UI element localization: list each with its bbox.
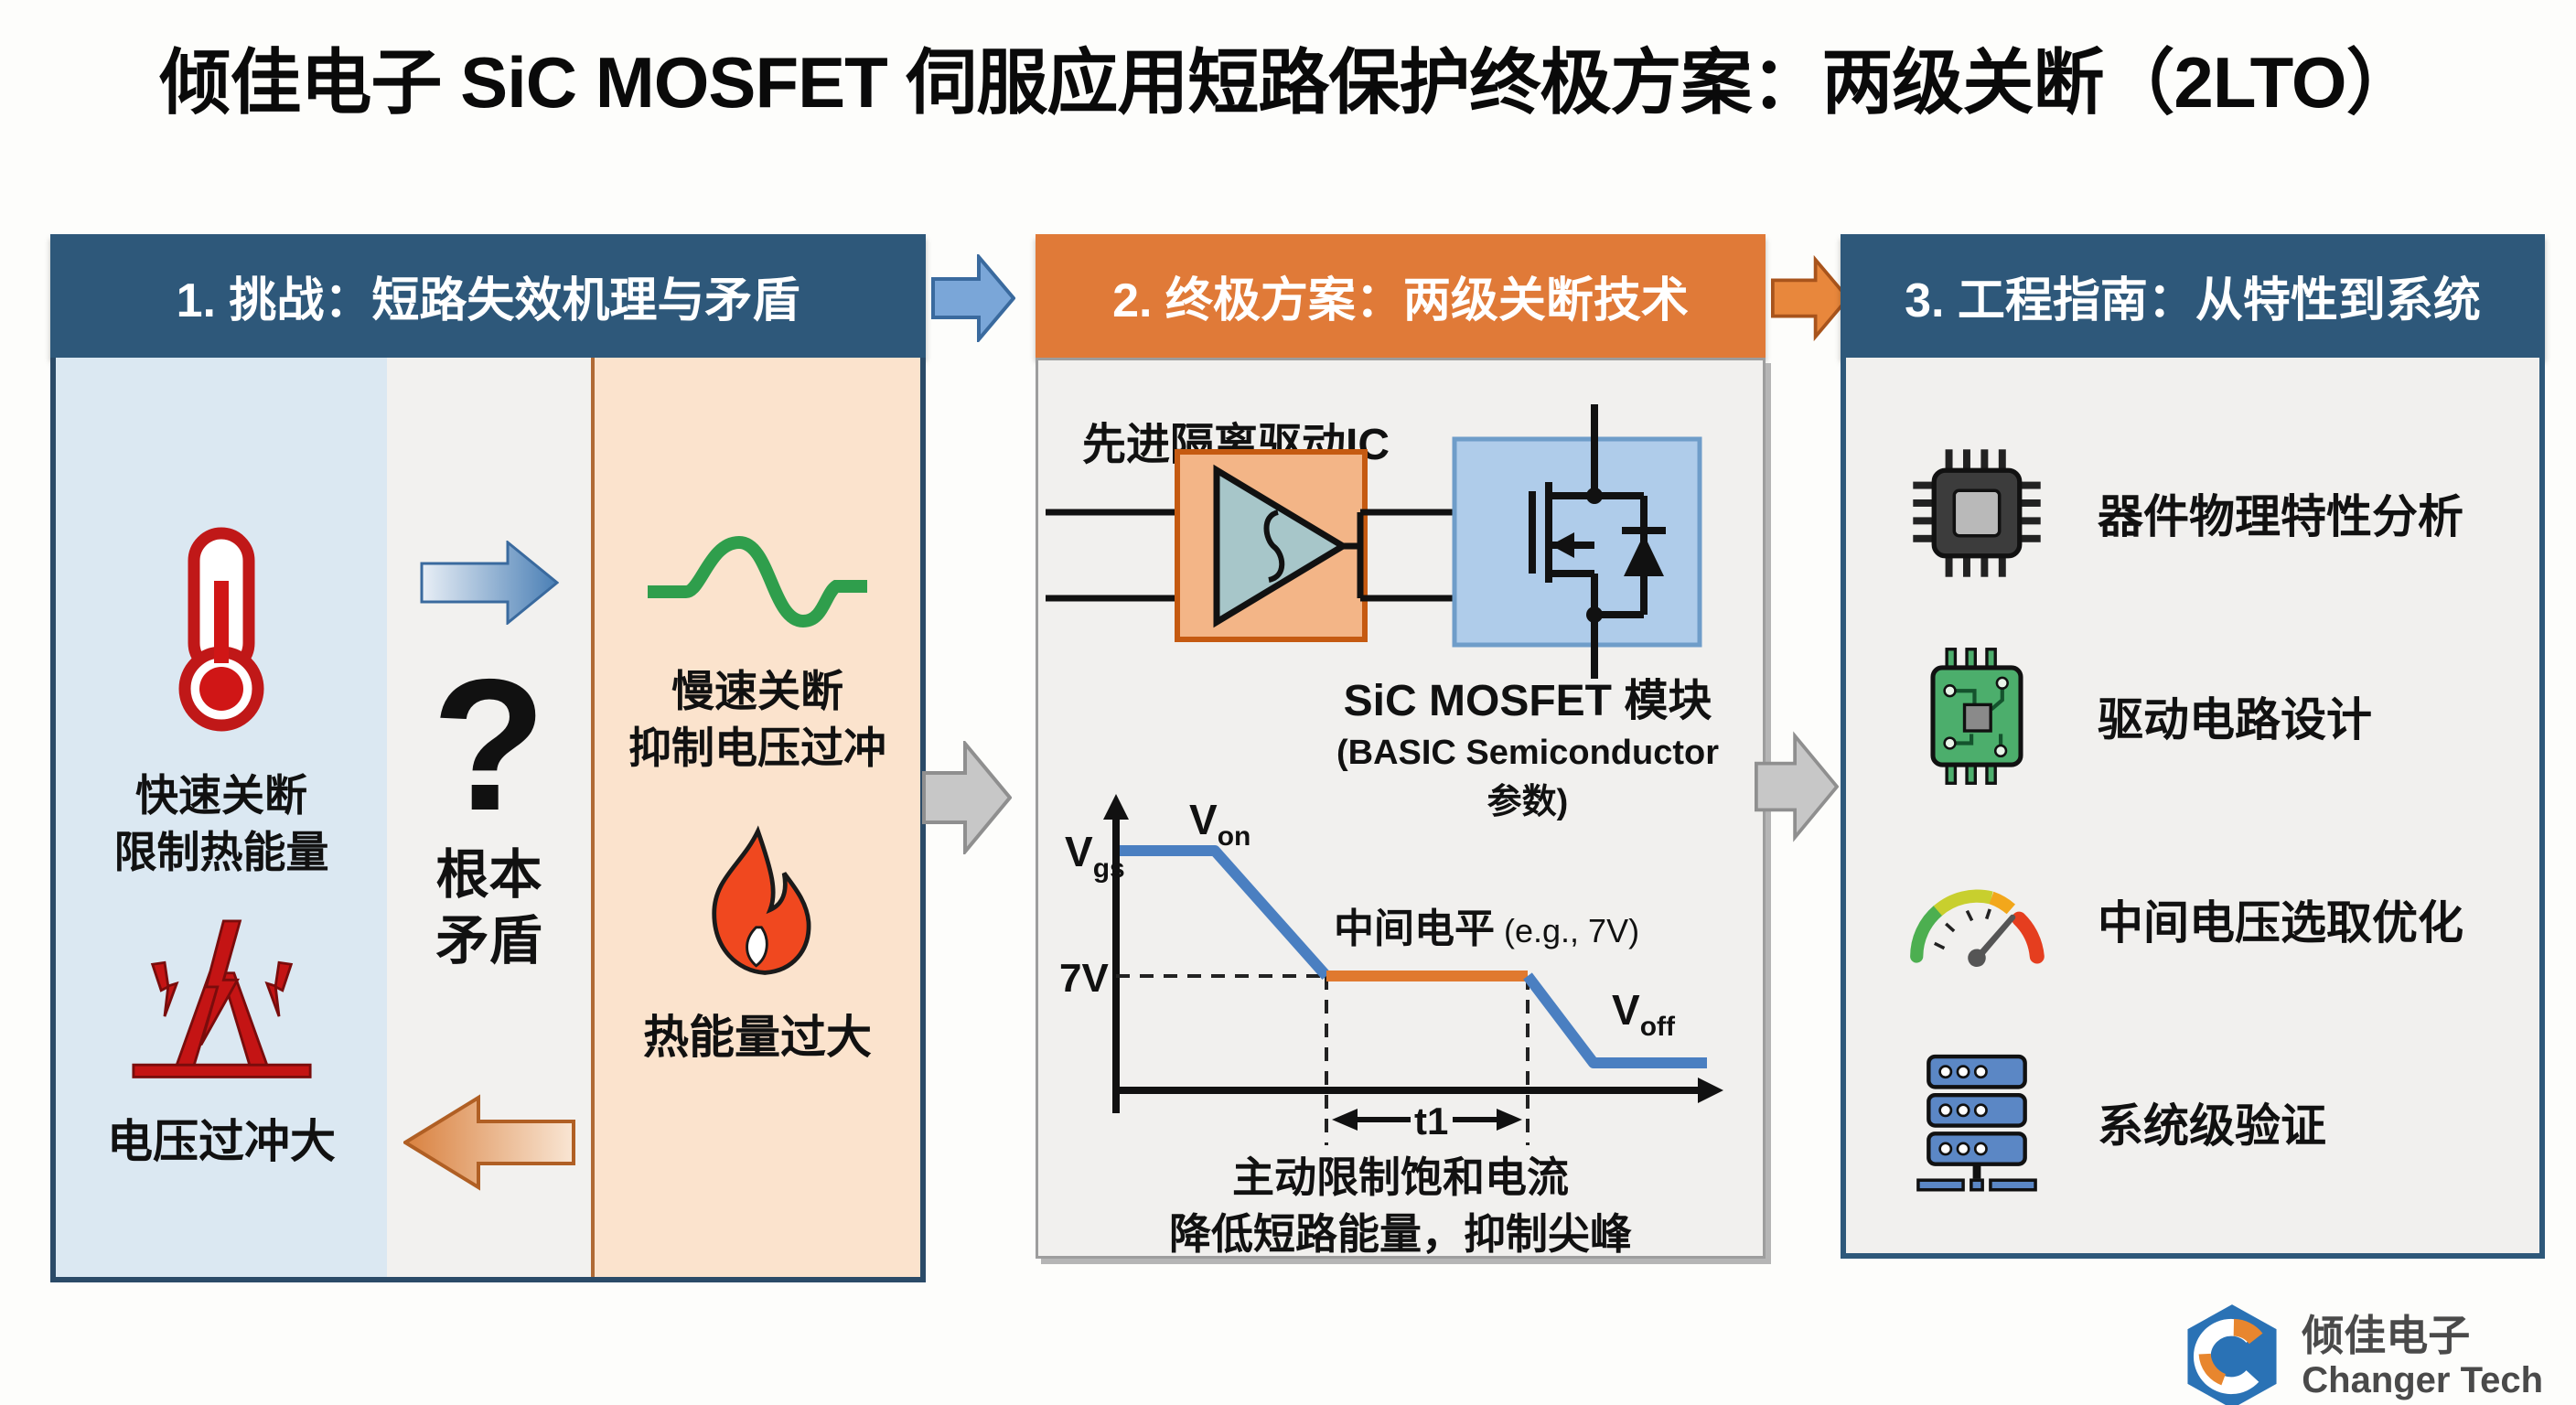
- solution-caption-line1: 主动限制饱和电流: [1232, 1153, 1569, 1201]
- guide-label-driver-design: 驱动电路设计: [2098, 694, 2372, 745]
- fast-turnoff-line2: 限制热能量: [113, 828, 329, 877]
- overshoot-label: 电压过冲大: [107, 1116, 336, 1168]
- brand-name-en: Changer Tech: [2302, 1360, 2543, 1401]
- overvoltage-icon: [131, 919, 312, 1078]
- panel-solution-header: 2. 终极方案：两级关断技术: [1036, 234, 1766, 358]
- voff-label: V: [1612, 986, 1640, 1034]
- mid-level-label: 中间电平: [1334, 906, 1495, 951]
- mosfet-module-sub2: 参数): [1487, 783, 1569, 821]
- sine-wave-icon: [648, 535, 867, 628]
- tradeoff-left-arrow-icon: [402, 1094, 575, 1191]
- slow-turnoff-column: 慢速关断 抑制电压过冲 热能量过大: [591, 358, 920, 1277]
- panel-guide: 3. 工程指南：从特性到系统 器件物理特性分析: [1841, 234, 2545, 1259]
- guide-row-driver-design: 驱动电路设计: [1846, 648, 2539, 785]
- panel-solution: 2. 终极方案：两级关断技术 先进隔离驱动IC: [1036, 234, 1766, 1259]
- slow-turnoff-line1: 慢速关断: [671, 667, 843, 715]
- changer-tech-logo-icon: [2187, 1304, 2277, 1405]
- flame-icon: [711, 825, 810, 975]
- guide-row-mid-voltage: 中间电压选取优化: [1846, 851, 2539, 988]
- solution-caption: 主动限制饱和电流 降低短路能量，抑制尖峰: [1038, 1149, 1763, 1262]
- gauge-icon: [1909, 889, 2045, 967]
- flow-arrow-orange-icon: [1771, 254, 1850, 342]
- contradiction-label: 根本 矛盾: [435, 842, 542, 975]
- contradiction-column: ? 根本 矛盾: [387, 358, 591, 1277]
- vgs-trace-voff-segment: [1523, 972, 1707, 1068]
- guide-label-system-validation: 系统级验证: [2098, 1100, 2326, 1152]
- server-icon: [1916, 1054, 2037, 1192]
- panel-solution-body: 先进隔离驱动IC: [1036, 358, 1766, 1259]
- amplifier-triangle-icon: [1213, 464, 1349, 628]
- mosfet-module-title: SiC MOSFET 模块: [1343, 677, 1712, 725]
- panel-challenge: 1. 挑战：短路失效机理与矛盾 快速关断 限制热能量: [50, 234, 926, 1282]
- thermal-label: 热能量过大: [643, 1012, 872, 1064]
- question-mark: ?: [431, 640, 547, 850]
- guide-label-device-analysis: 器件物理特性分析: [2098, 491, 2463, 542]
- fast-turnoff-label: 快速关断 限制热能量: [114, 767, 329, 881]
- svg-text:Voff: Voff: [1612, 986, 1676, 1042]
- mosfet-module-sub1: (BASIC Semiconductor: [1336, 734, 1720, 772]
- mid-level-note: (e.g., 7V): [1495, 912, 1639, 949]
- guide-row-device-analysis: 器件物理特性分析: [1846, 445, 2539, 582]
- fast-turnoff-column: 快速关断 限制热能量 电压过冲大: [56, 358, 387, 1277]
- flow-arrow-gray-left-icon: [922, 741, 1012, 854]
- vgs-trace-von-segment: [1120, 845, 1331, 980]
- von-label: V: [1189, 796, 1218, 843]
- gate-driver-circuit-diagram: [1046, 404, 1702, 679]
- svg-text:Von: Von: [1189, 796, 1250, 852]
- body-diode-icon: [1624, 534, 1664, 576]
- vgs-waveform-plot: Vgs Von 7V 中间电平 (e.g., 7V) Voff t1: [1059, 794, 1723, 1145]
- tradeoff-right-arrow-icon: [420, 541, 559, 625]
- slow-turnoff-label: 慢速关断 抑制电压过冲: [628, 663, 886, 777]
- fast-turnoff-line1: 快速关断: [135, 771, 307, 820]
- panel-guide-header: 3. 工程指南：从特性到系统: [1841, 234, 2545, 358]
- panel-challenge-header: 1. 挑战：短路失效机理与矛盾: [50, 234, 926, 358]
- chip-icon: [1912, 449, 2041, 577]
- svg-text:中间电平 (e.g., 7V): 中间电平 (e.g., 7V): [1334, 906, 1639, 951]
- page-title: 倾佳电子 SiC MOSFET 伺服应用短路保护终极方案：两级关断（2LTO）: [159, 42, 2417, 123]
- t1-label: t1: [1414, 1099, 1448, 1142]
- contradiction-line2: 矛盾: [435, 911, 542, 971]
- panel-guide-body: 器件物理特性分析: [1841, 358, 2545, 1259]
- solution-caption-line2: 降低短路能量，抑制尖峰: [1169, 1210, 1632, 1259]
- guide-label-mid-voltage: 中间电压选取优化: [2098, 897, 2463, 949]
- brand-logo-text: 倾佳电子 Changer Tech: [2302, 1312, 2543, 1402]
- flow-arrow-blue-icon: [931, 254, 1015, 342]
- mosfet-module-caption: SiC MOSFET 模块 (BASIC Semiconductor 参数): [1313, 664, 1743, 823]
- slow-turnoff-line2: 抑制电压过冲: [628, 724, 886, 773]
- vgs-axis-label: V: [1065, 828, 1093, 875]
- brand-name-cn: 倾佳电子: [2302, 1311, 2471, 1359]
- flow-arrow-gray-right-icon: [1755, 731, 1839, 842]
- pcb-icon: [1929, 648, 2023, 785]
- thermometer-icon: [178, 527, 264, 732]
- brand-logo: 倾佳电子 Changer Tech: [2181, 1301, 2543, 1405]
- seven-volt-label: 7V: [1059, 956, 1109, 1001]
- panel-challenge-body: 快速关断 限制热能量 电压过冲大: [50, 358, 926, 1282]
- guide-row-system-validation: 系统级验证: [1846, 1054, 2539, 1192]
- svg-text:Vgs: Vgs: [1065, 828, 1125, 884]
- contradiction-line1: 根本: [435, 844, 542, 905]
